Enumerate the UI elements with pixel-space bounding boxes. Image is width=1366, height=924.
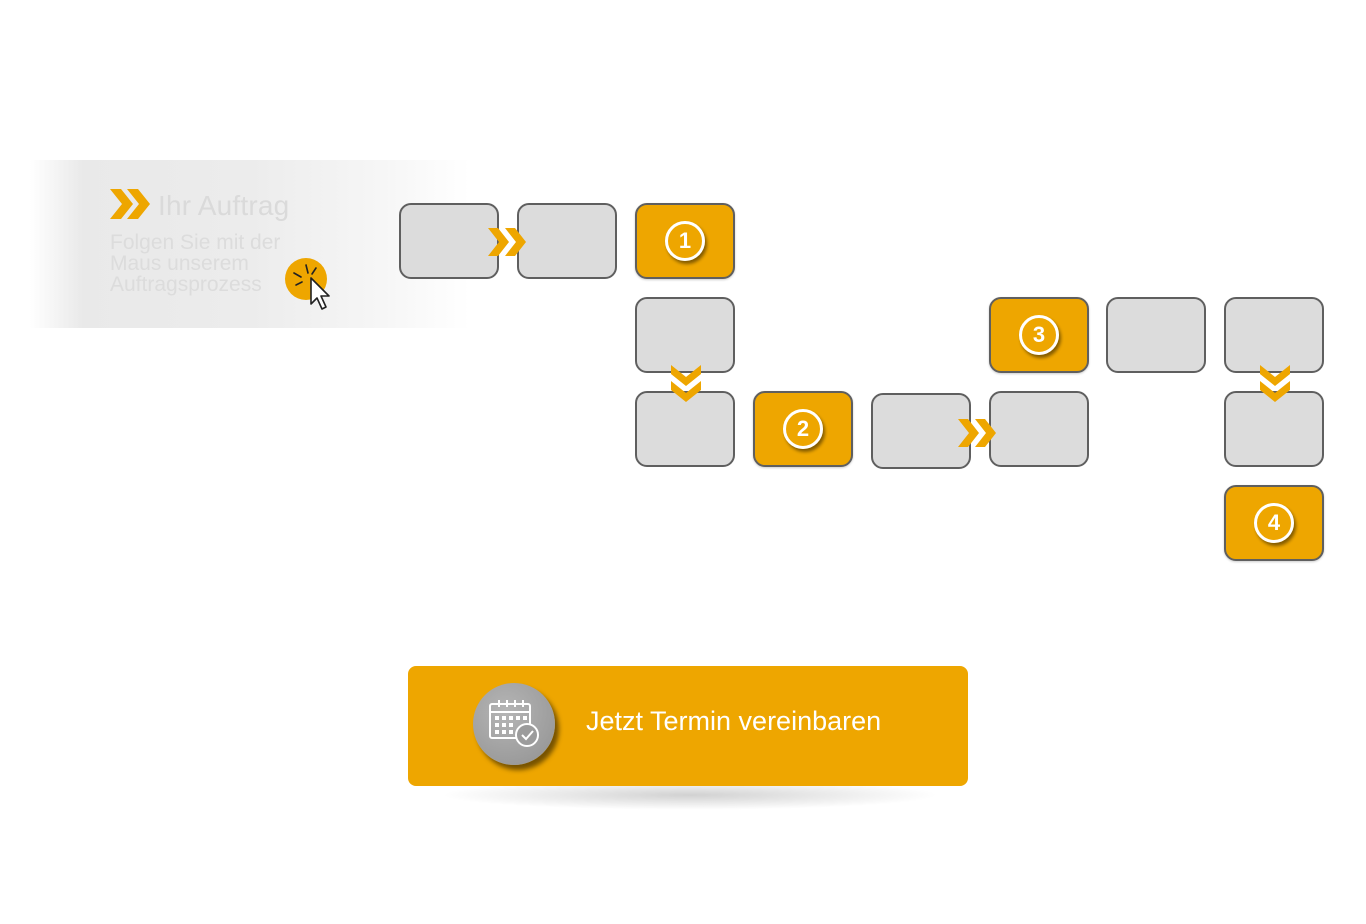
intro-panel (30, 160, 470, 328)
double-chevron-right-icon (110, 188, 152, 224)
process-tile-7[interactable] (1106, 297, 1206, 373)
schedule-appointment-button[interactable]: Jetzt Termin vereinbaren (408, 666, 968, 786)
step-number-2: 2 (783, 409, 823, 449)
intro-instruction-text: Folgen Sie mit der Maus unserem Auftrags… (110, 231, 281, 296)
step-tile-2[interactable]: 2 (753, 391, 853, 467)
double-chevron-down-icon (671, 365, 701, 410)
step-tile-1[interactable]: 1 (635, 203, 735, 279)
intro-heading: Ihr Auftrag (110, 188, 289, 224)
double-chevron-right-icon (488, 228, 530, 261)
process-tile-8[interactable] (1224, 297, 1324, 373)
step-number-4: 4 (1254, 503, 1294, 543)
calendar-check-icon (473, 683, 555, 765)
step-number-3: 3 (1019, 315, 1059, 355)
step-tile-4[interactable]: 4 (1224, 485, 1324, 561)
cta-label: Jetzt Termin vereinbaren (586, 706, 882, 736)
step-tile-3[interactable]: 3 (989, 297, 1089, 373)
process-tile-5[interactable] (871, 393, 971, 469)
step-number-1: 1 (665, 221, 705, 261)
intro-title: Ihr Auftrag (158, 190, 290, 221)
process-tile-1[interactable] (399, 203, 499, 279)
process-tile-4[interactable] (635, 391, 735, 467)
pointer-click-icon (284, 258, 340, 316)
double-chevron-down-icon (1260, 365, 1290, 410)
process-tile-6[interactable] (989, 391, 1089, 467)
process-tile-3[interactable] (635, 297, 735, 373)
process-tile-2[interactable] (517, 203, 617, 279)
process-tile-9[interactable] (1224, 391, 1324, 467)
double-chevron-right-icon (958, 419, 1000, 452)
